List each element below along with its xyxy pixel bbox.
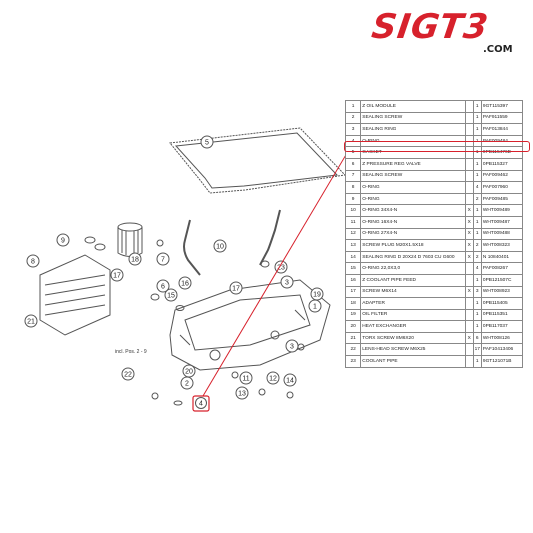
callout-label: 7 bbox=[161, 257, 165, 264]
brand-logo[interactable]: SIGT3 bbox=[369, 7, 492, 47]
gasket-drawing bbox=[169, 127, 345, 194]
brand-logo-domain: .COM bbox=[483, 44, 513, 55]
highlighted-row-frame bbox=[344, 141, 530, 152]
callout-label: 22 bbox=[124, 372, 132, 379]
callout-label: 6 bbox=[161, 284, 165, 291]
callout-label: 17 bbox=[113, 273, 121, 280]
callout-label: 2 bbox=[185, 381, 189, 388]
oil-filter-drawing bbox=[117, 222, 143, 257]
highlight-leader-line bbox=[202, 155, 345, 397]
oil-module-drawing bbox=[169, 279, 331, 371]
callout-label: 10 bbox=[216, 244, 224, 251]
callout-label: 9 bbox=[61, 238, 65, 245]
callout-label: 13 bbox=[238, 391, 246, 398]
callout-label: 12 bbox=[269, 376, 277, 383]
highlighted-callout-label: 4 bbox=[199, 401, 203, 408]
callout-label: 21 bbox=[27, 319, 35, 326]
callout-label: 3 bbox=[290, 344, 294, 351]
callout-label: 1 bbox=[313, 304, 317, 311]
diagram-note: incl. Pos. 2 - 9 bbox=[115, 349, 147, 355]
callout-label: 16 bbox=[181, 281, 189, 288]
callout-label: 19 bbox=[313, 292, 321, 299]
callout-label: 11 bbox=[242, 376, 249, 383]
callout-label: 20 bbox=[185, 369, 193, 376]
callout-label: 8 bbox=[31, 259, 35, 266]
callout-label: 23 bbox=[277, 265, 285, 272]
callout-label: 14 bbox=[286, 378, 294, 385]
callout-labels: 5 8 9 7 10 15 16 17 17 18 19 21 22 20 6 … bbox=[27, 140, 321, 398]
highlighted-callout-frame bbox=[192, 395, 210, 412]
callout-markers bbox=[24, 135, 324, 400]
callout-label: 17 bbox=[232, 286, 240, 293]
callout-label: 18 bbox=[131, 257, 139, 264]
heat-exchanger-drawing bbox=[39, 254, 111, 336]
callout-label: 15 bbox=[167, 293, 175, 300]
coolant-pipes-drawing bbox=[183, 209, 281, 276]
callout-label: 5 bbox=[205, 140, 209, 147]
small-rings-drawing bbox=[84, 236, 305, 406]
callout-label: 3 bbox=[285, 280, 289, 287]
exploded-parts-diagram: 5 8 9 7 10 15 16 17 17 18 19 21 22 20 6 … bbox=[24, 127, 345, 412]
